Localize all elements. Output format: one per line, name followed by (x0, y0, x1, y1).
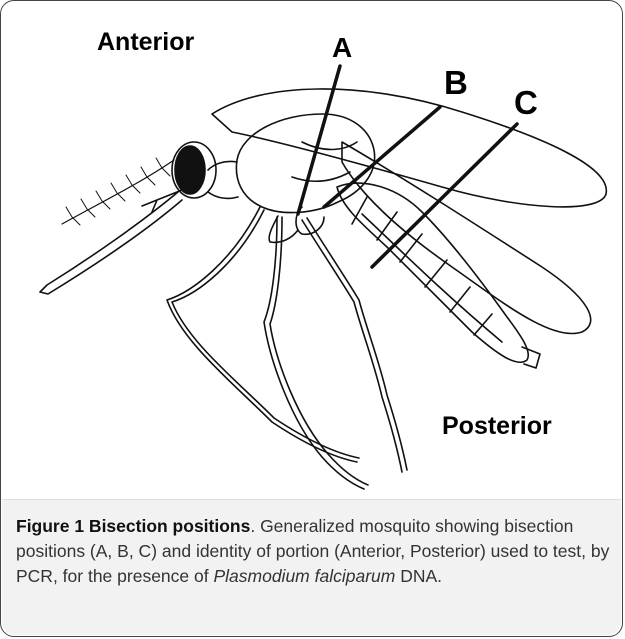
posterior-label: Posterior (442, 412, 552, 440)
position-b-label: B (444, 64, 468, 101)
middle-leg (264, 217, 364, 489)
eye (175, 146, 205, 194)
bisection-lines (298, 66, 517, 267)
upper-wing (212, 89, 606, 207)
proboscis (40, 192, 182, 294)
front-leg (167, 207, 357, 462)
anterior-label: Anterior (97, 28, 195, 56)
caption-text-2: DNA. (395, 566, 442, 586)
mosquito-illustration: Anterior A B C Posterior (2, 2, 621, 499)
thorax (236, 114, 374, 213)
position-c-label: C (514, 84, 538, 121)
antenna (62, 160, 174, 224)
figure-caption: Figure 1 Bisection positions. Generalize… (16, 514, 612, 589)
abdomen (337, 183, 528, 362)
position-a-label: A (332, 32, 352, 63)
figure-image-area: Anterior A B C Posterior (2, 2, 621, 500)
hind-leg (302, 220, 402, 472)
caption-species: Plasmodium falciparum (213, 566, 395, 586)
caption-title: Figure 1 Bisection positions (16, 516, 250, 536)
